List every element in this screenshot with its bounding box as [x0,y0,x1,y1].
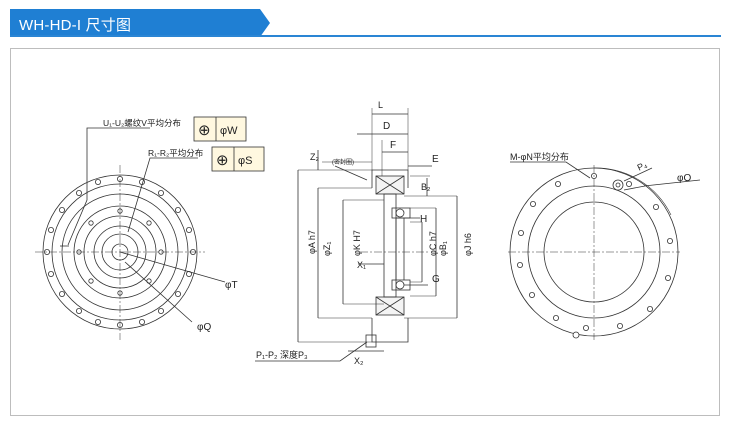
dim-E: E [432,154,439,165]
phi-q-label: φQ [197,322,211,333]
dim-phiCh7: φC h7 [428,231,438,256]
dim-phiO: φO [677,173,691,184]
r-hole-label: R₁-R₂平均分布 [148,148,203,158]
fcf-top-symbol: ⊕ [198,122,211,139]
dim-phiAh7: φA h7 [307,230,317,254]
phi-t-label: φT [225,280,238,291]
dim-Z2: Z₂ [310,152,319,162]
fcf-bottom-symbol: ⊕ [216,152,229,169]
dim-D: D [383,121,390,132]
fcf-top: ⊕ φW [193,116,247,142]
header-tab-shape [10,9,270,37]
rear-bolt-holes [517,172,674,331]
right-rear-view [508,161,701,340]
dim-phiJh6: φJ h6 [463,233,473,256]
inner-bolt-holes [76,208,164,296]
dim-B2: B₂ [421,182,431,192]
dim-H: H [420,214,427,225]
fcf-bottom-value: φS [238,155,252,167]
header-rule [10,35,721,37]
m-hole-label: M-φN平均分布 [510,151,569,162]
dim-P4: P₄ [636,159,649,172]
dim-phiZ1: φZ₁ [322,242,332,256]
dim-L: L [378,100,383,110]
dim-phiB1: φB₁ [438,241,448,256]
u-thread-label: U₁-U₂螺纹V平均分布 [103,118,181,128]
dim-G: G [432,274,440,285]
dim-phiKH7: φK H7 [352,230,362,256]
drawing-frame [10,48,720,416]
section-header: WH-HD-I 尺寸图 [10,9,270,37]
header-title: WH-HD-I 尺寸图 [19,17,132,34]
p-hole-label: P₁-P₂ 深度P₃ [256,349,308,360]
fcf-top-value: φW [220,125,238,137]
dim-X2: X₂ [354,356,364,366]
left-front-view [35,127,226,340]
section-view [255,108,458,362]
seal-tag: (密封圈) [332,158,354,166]
outer-bolt-holes [44,175,196,328]
dim-X1: X₁ [357,260,366,270]
dim-F: F [390,140,396,151]
fcf-bottom: ⊕ φS [211,146,265,172]
